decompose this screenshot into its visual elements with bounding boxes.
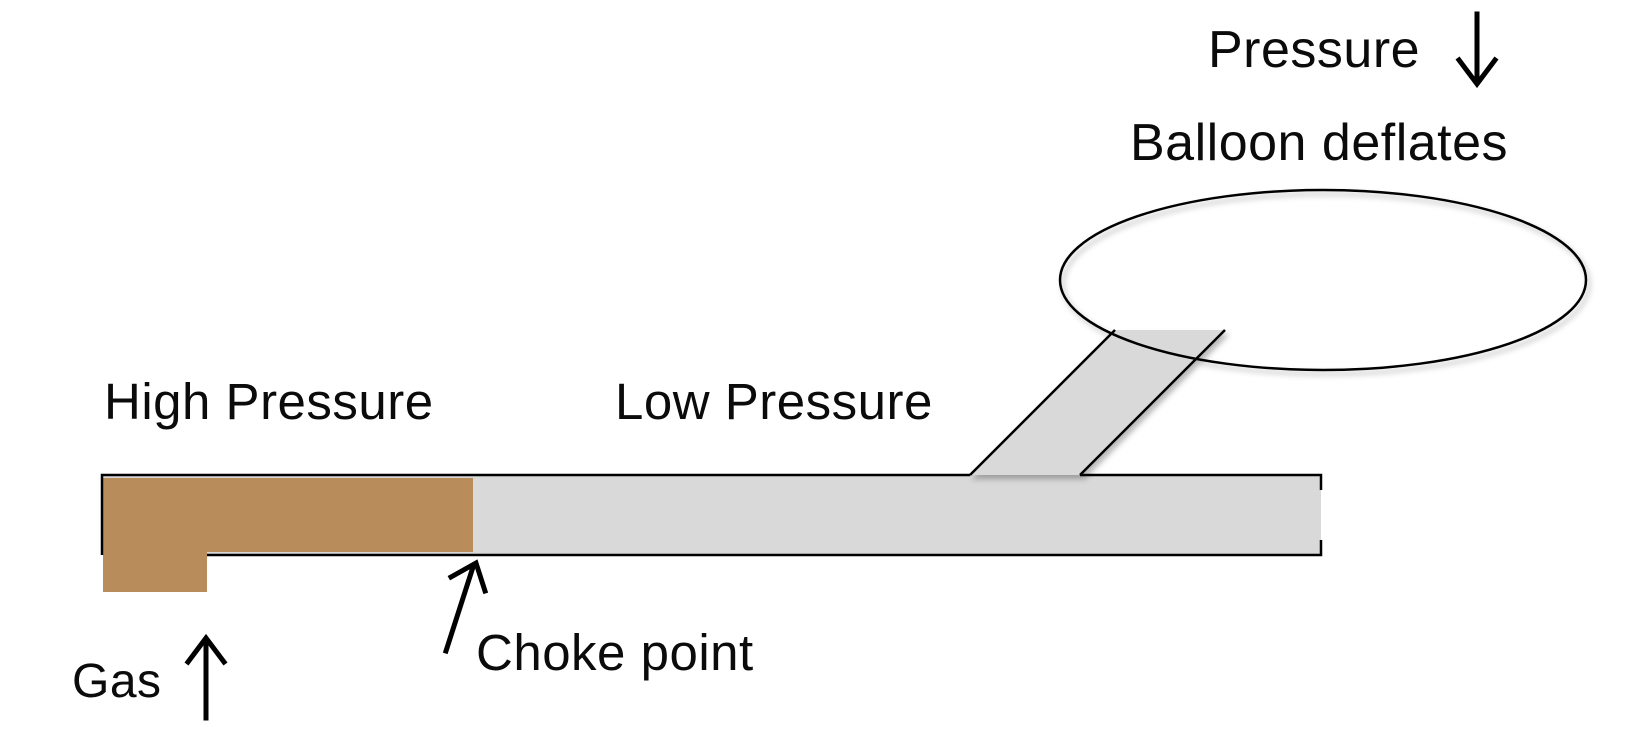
- balloon: [1058, 188, 1588, 372]
- gas-label: Gas: [72, 655, 162, 708]
- arrow-up-icon: [184, 633, 228, 721]
- arrow-down-icon: [1455, 11, 1499, 89]
- balloon-neck: [970, 330, 1225, 475]
- pipe-outline-bottom: [207, 540, 1323, 557]
- high-pressure-gas-region: [103, 478, 473, 592]
- choke-arrow-icon: [442, 559, 489, 655]
- high-pressure-label: High Pressure: [104, 373, 434, 430]
- neck-left-edge: [969, 329, 1116, 476]
- pipe-outline-top-left: [100, 473, 970, 555]
- balloon-assembly: [969, 188, 1588, 476]
- pressure-label: Pressure: [1208, 21, 1421, 79]
- pipe-outline-top-right: [1080, 473, 1323, 490]
- low-pressure-label: Low Pressure: [615, 373, 933, 430]
- neck-right-edge: [1079, 329, 1226, 476]
- choke-point-label: Choke point: [476, 624, 754, 681]
- balloon-deflates-label: Balloon deflates: [1130, 114, 1509, 172]
